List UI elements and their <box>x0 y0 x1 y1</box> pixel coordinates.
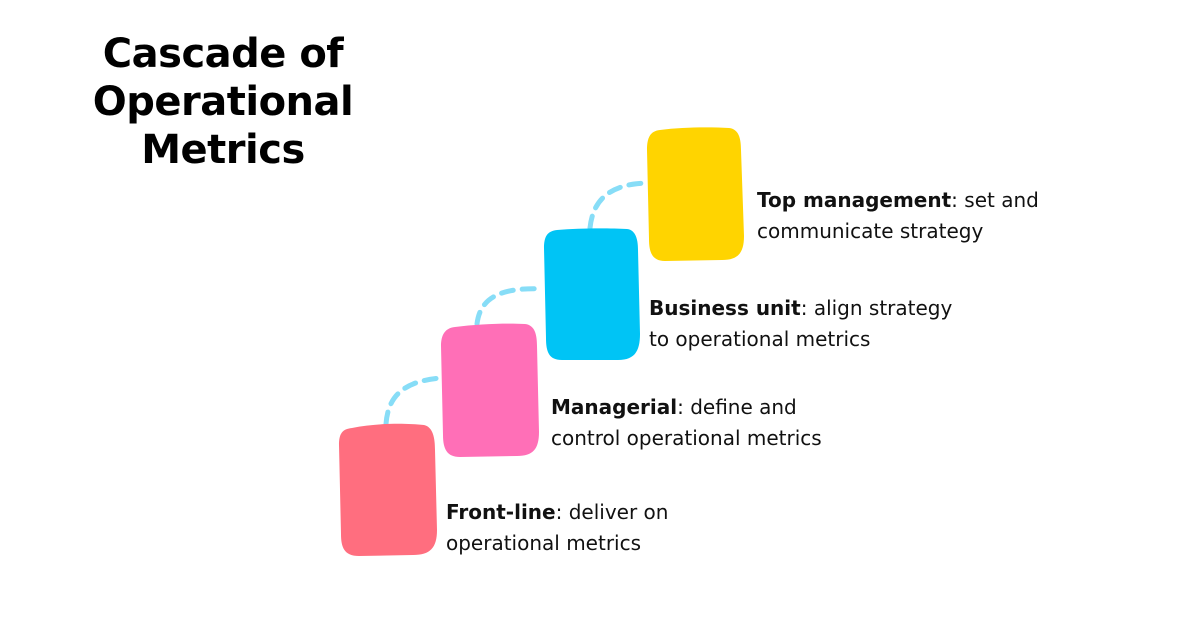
level-name-managerial: Managerial <box>551 395 678 419</box>
connector-business-unit-to-top-management <box>587 180 650 231</box>
level-desc-front-line-1: : deliver on <box>555 500 669 524</box>
label-front-line: Front-line: deliver on operational metri… <box>446 497 668 559</box>
label-top-management: Top management: set and communicate stra… <box>757 185 1039 247</box>
level-desc-managerial-2: control operational metrics <box>551 426 822 450</box>
block-business-unit <box>544 228 640 360</box>
level-name-business-unit: Business unit <box>649 296 801 320</box>
level-desc-business-unit-2: to operational metrics <box>649 327 871 351</box>
title-line-1: Cascade of <box>102 31 344 77</box>
label-managerial: Managerial: define and control operation… <box>551 392 822 454</box>
title-line-3: Metrics <box>141 127 305 173</box>
label-business-unit: Business unit: align strategy to operati… <box>649 293 952 355</box>
block-front-line <box>339 423 437 556</box>
level-desc-front-line-2: operational metrics <box>446 531 642 555</box>
level-desc-managerial-1: : define and <box>677 395 797 419</box>
connector-front-line-to-managerial <box>383 375 444 427</box>
level-name-front-line: Front-line <box>446 500 556 524</box>
title-line-2: Operational <box>92 79 354 125</box>
level-desc-business-unit-1: : align strategy <box>800 296 953 320</box>
level-desc-top-management-2: communicate strategy <box>757 219 984 243</box>
level-name-top-management: Top management <box>757 188 952 212</box>
level-desc-top-management-1: : set and <box>951 188 1039 212</box>
connector-managerial-to-business-unit <box>474 286 546 327</box>
block-managerial <box>441 323 539 457</box>
block-top-management <box>647 127 744 262</box>
page-title: Cascade of Operational Metrics <box>78 30 368 174</box>
